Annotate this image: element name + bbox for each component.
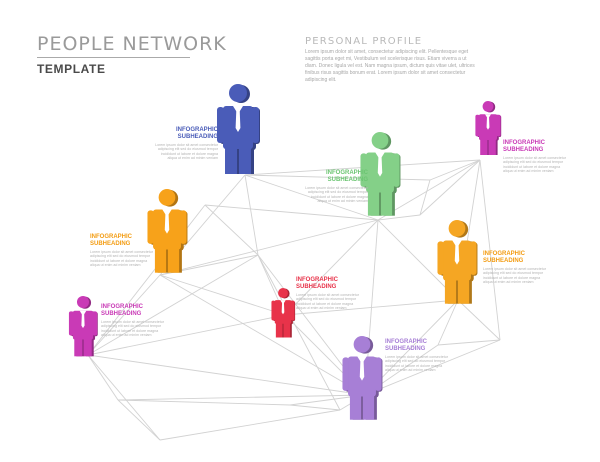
network-link-3: [87, 354, 119, 401]
person-green-icon: [360, 132, 401, 216]
text-orange: Lorem ipsum dolor sit amet consectetur a…: [90, 250, 153, 268]
label-orange: INFOGRAPHIC SUBHEADING: [90, 234, 160, 248]
network-link-37: [364, 339, 501, 396]
label-green-subheading: SUBHEADING: [327, 177, 368, 183]
label-yellow-heading: INFOGRAPHIC: [483, 251, 525, 257]
label-orange-heading: INFOGRAPHIC: [90, 234, 132, 240]
title-divider: [37, 57, 190, 58]
person-purple-icon: [342, 336, 383, 420]
person-blue-icon: [217, 84, 260, 174]
network-link-10: [159, 219, 379, 276]
label-red-subheading: SUBHEADING: [296, 284, 337, 290]
network-link-39: [159, 409, 341, 441]
network-link-33: [457, 299, 501, 341]
label-purple: INFOGRAPHIC SUBHEADING: [385, 339, 455, 353]
label-green-heading: INFOGRAPHIC: [326, 170, 368, 176]
network-link-30: [429, 159, 481, 181]
label-blue-subheading: SUBHEADING: [177, 134, 218, 140]
network-link-13: [244, 174, 259, 256]
network-link-36: [437, 339, 501, 346]
network-link-41: [117, 399, 161, 441]
label-purple-subheading: SUBHEADING: [385, 346, 426, 352]
network-link-16: [204, 204, 379, 221]
network-link-21: [284, 219, 379, 316]
network-link-40: [87, 354, 161, 441]
text-green: Lorem ipsum dolor sit amet consectetur a…: [305, 186, 368, 204]
network-link-4: [117, 394, 366, 401]
page-title: PEOPLE NETWORK: [37, 33, 227, 55]
label-red: INFOGRAPHIC SUBHEADING: [296, 277, 366, 291]
network-links: [87, 159, 501, 441]
network-link-5: [117, 399, 291, 406]
text-magenta-left: Lorem ipsum dolor sit amet consectetur a…: [101, 320, 164, 338]
label-magenta-left-subheading: SUBHEADING: [101, 311, 142, 317]
profile-body: Lorem ipsum dolor sit amet, consectetur …: [305, 49, 475, 83]
label-magenta-top: INFOGRAPHIC SUBHEADING: [503, 140, 573, 154]
text-yellow: Lorem ipsum dolor sit amet consectetur a…: [483, 267, 546, 285]
network-link-28: [419, 159, 481, 216]
text-blue: Lorem ipsum dolor sit amet consectetur a…: [155, 143, 218, 161]
network-link-27: [377, 214, 421, 221]
profile-title: PERSONAL PROFILE: [305, 36, 423, 47]
label-magenta-top-subheading: SUBHEADING: [503, 147, 544, 153]
network-link-9: [159, 274, 286, 316]
text-purple: Lorem ipsum dolor sit amet consectetur a…: [385, 355, 448, 373]
label-green: INFOGRAPHIC SUBHEADING: [292, 170, 368, 184]
network-link-44: [87, 254, 259, 356]
label-magenta-left: INFOGRAPHIC SUBHEADING: [101, 304, 171, 318]
label-magenta-left-heading: INFOGRAPHIC: [101, 304, 143, 310]
network-link-12: [244, 174, 379, 221]
network-link-32: [437, 299, 459, 346]
network-link-1: [87, 314, 286, 356]
label-purple-heading: INFOGRAPHIC: [385, 339, 427, 345]
network-link-20: [257, 254, 341, 411]
network-link-2: [87, 354, 366, 396]
network-link-25: [377, 159, 481, 221]
label-yellow: INFOGRAPHIC SUBHEADING: [483, 251, 553, 265]
label-orange-subheading: SUBHEADING: [90, 241, 131, 247]
network-link-24: [377, 219, 459, 301]
network-link-45: [159, 274, 366, 396]
people-figures: [68, 84, 502, 420]
network-link-0: [87, 274, 161, 356]
text-red: Lorem ipsum dolor sit amet consectetur a…: [296, 293, 359, 311]
network-link-15: [204, 204, 259, 256]
text-magenta-top: Lorem ipsum dolor sit amet consectetur a…: [503, 156, 566, 174]
label-yellow-subheading: SUBHEADING: [483, 258, 524, 264]
person-orange-icon: [147, 189, 188, 273]
person-red-icon: [271, 288, 296, 338]
label-magenta-top-heading: INFOGRAPHIC: [503, 140, 545, 146]
network-link-42: [479, 159, 501, 341]
network-link-7: [289, 404, 341, 411]
label-blue: INFOGRAPHIC SUBHEADING: [150, 127, 218, 141]
label-blue-heading: INFOGRAPHIC: [176, 127, 218, 133]
label-red-heading: INFOGRAPHIC: [296, 277, 338, 283]
person-magenta-top-icon: [475, 101, 502, 155]
person-magenta-left-icon: [68, 296, 98, 357]
page-subtitle: TEMPLATE: [37, 62, 106, 76]
network-link-29: [419, 179, 431, 216]
person-yellow-icon: [437, 220, 478, 304]
